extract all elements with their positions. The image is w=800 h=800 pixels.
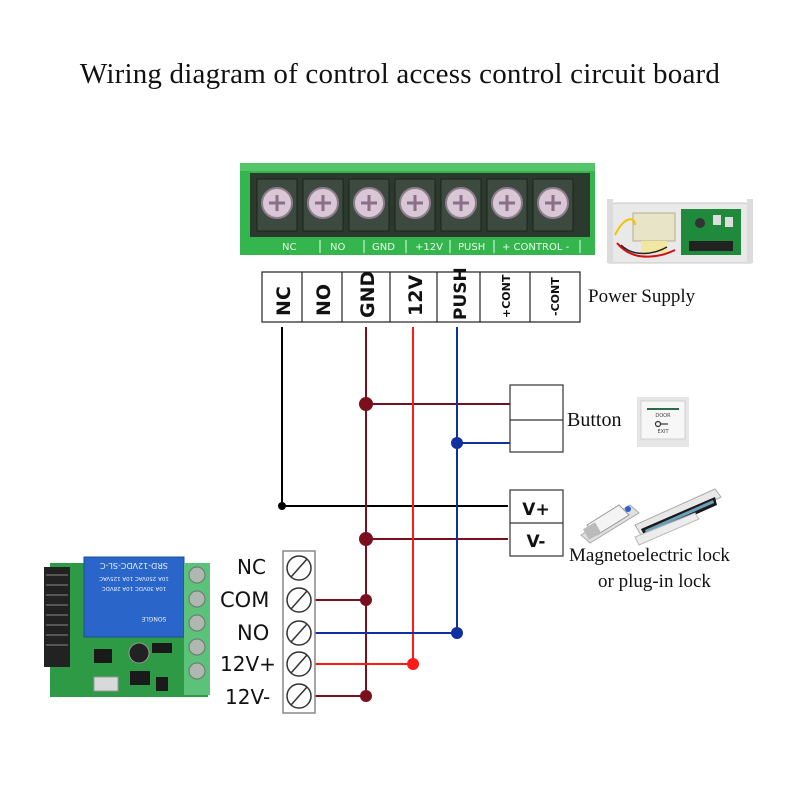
screw-slot — [407, 195, 423, 211]
screw-slot — [290, 686, 308, 706]
cell-gnd: GND — [357, 271, 379, 318]
diagram-title: Wiring diagram of control access control… — [79, 58, 721, 90]
lock-label-line1: Magnetoelectric lock — [569, 545, 730, 566]
junction-dot — [360, 690, 372, 702]
cell-no: NO — [313, 284, 335, 316]
screw-slot — [269, 195, 285, 211]
controller-terminal-board: NC NO GND +12V PUSH + CONTROL - — [240, 163, 595, 255]
silk-control: + CONTROL - — [502, 242, 570, 253]
junction-dot — [451, 627, 463, 639]
cell-nc: NC — [273, 286, 295, 316]
lock-vminus: V- — [527, 532, 546, 552]
magnetic-lock-image — [634, 488, 722, 546]
screw-slot — [499, 195, 515, 211]
power-supply-label: Power Supply — [588, 286, 696, 307]
cell-pcont: +CONT — [500, 274, 513, 318]
wires — [281, 327, 510, 697]
relay-label-no: NO — [237, 621, 270, 645]
terminal-block: NC NO GND 12V PUSH +CONT -CONT — [261, 267, 581, 323]
screw-slot — [315, 195, 331, 211]
svg-text:DOOR: DOOR — [655, 413, 671, 419]
nc-wire — [281, 327, 508, 507]
svg-text:SONGLE: SONGLE — [141, 615, 166, 622]
screw-slot — [545, 195, 561, 211]
junction-dot — [359, 532, 373, 546]
relay-label-nc: NC — [237, 555, 266, 579]
relay-terminal-strip — [282, 550, 316, 714]
power-supply-image — [607, 199, 753, 264]
silk-push: PUSH — [458, 242, 485, 253]
lock-vplus: V+ — [522, 500, 549, 520]
screw-slot — [290, 623, 308, 643]
lock-terminal-box: V+ V- — [509, 489, 564, 557]
junction-dot — [407, 658, 419, 670]
relay-module-image: SRD-12VDC-SL-C 10A 250VAC 10A 125VAC 10A… — [44, 556, 210, 697]
cell-mcont: -CONT — [549, 277, 562, 316]
relay-label-12vp: 12V+ — [220, 652, 276, 676]
svg-text:EXIT: EXIT — [657, 429, 669, 435]
silk-gnd: GND — [372, 242, 395, 253]
junction-dot — [278, 502, 286, 510]
silk-nc: NC — [282, 242, 296, 253]
svg-text:10A 250VAC 10A 125VAC: 10A 250VAC 10A 125VAC — [99, 575, 169, 581]
silk-12v: +12V — [415, 242, 443, 253]
svg-text:10A 30VDC 10A 28VDC: 10A 30VDC 10A 28VDC — [102, 585, 167, 591]
silk-no: NO — [330, 242, 345, 253]
cell-push: PUSH — [451, 267, 471, 320]
junction-dot — [359, 397, 373, 411]
junction-dot — [360, 594, 372, 606]
svg-text:SRD-12VDC-SL-C: SRD-12VDC-SL-C — [100, 561, 168, 570]
cell-12v: 12V — [405, 275, 427, 316]
lock-label-line2: or plug-in lock — [598, 571, 711, 592]
lock-image — [580, 488, 722, 546]
junction-dot — [451, 437, 463, 449]
plug-in-lock-image — [580, 504, 640, 544]
screw-slot — [361, 195, 377, 211]
screw-slot — [290, 590, 308, 610]
relay-component — [83, 556, 185, 638]
button-label: Button — [567, 409, 622, 431]
junctions — [278, 397, 463, 702]
exit-button-image: DOOR EXIT — [637, 397, 689, 447]
screw-slot — [290, 654, 308, 674]
screw-slot — [453, 195, 469, 211]
relay-label-12vm: 12V- — [225, 685, 271, 709]
button-terminal-box — [509, 384, 564, 453]
relay-label-com: COM — [220, 588, 270, 612]
screw-slot — [290, 558, 308, 578]
